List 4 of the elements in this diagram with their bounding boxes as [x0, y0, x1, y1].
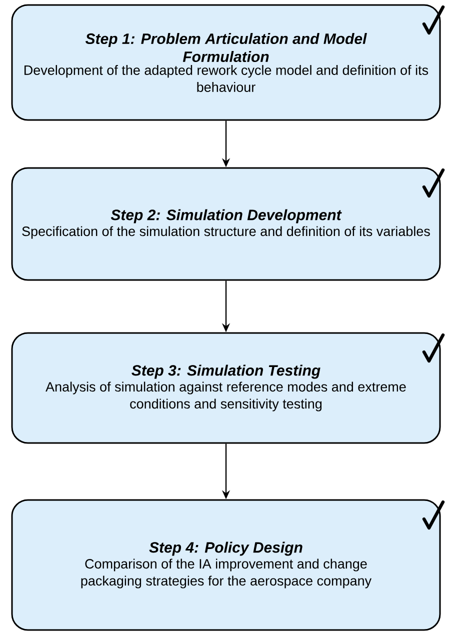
process-box: Step 4: Policy Design Comparison of the IA improvement and change packaging strategies for the aerospace company	[11, 499, 441, 631]
process-box: Step 3: Simulation Testing Analysis of simulation against reference modes and extreme conditions and sensitivity testing	[11, 332, 441, 444]
process-box: Step 1: Problem Articulation and Model Formulation Development of the adapted rework cycle model and definition of its behaviour	[11, 4, 441, 121]
process-box: Step 2: Simulation Development Specification of the simulation structure and definition of its variables	[11, 167, 441, 281]
